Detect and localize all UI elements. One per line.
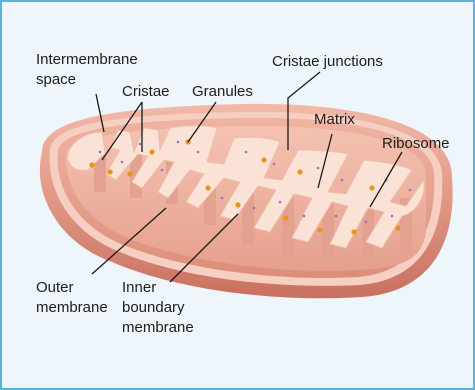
- label-outer-membrane-1: Outer: [36, 279, 74, 296]
- label-intermembrane-space-1: Intermembrane: [36, 51, 138, 68]
- label-granules: Granules: [192, 83, 253, 100]
- label-inner-boundary-membrane-1: Inner: [122, 279, 156, 296]
- label-cristae-junctions: Cristae junctions: [272, 53, 383, 70]
- label-outer-membrane-2: membrane: [36, 299, 108, 316]
- label-ribosome: Ribosome: [382, 135, 450, 152]
- label-intermembrane-space-2: space: [36, 71, 76, 88]
- label-inner-boundary-membrane-3: membrane: [122, 319, 194, 336]
- label-matrix: Matrix: [314, 111, 355, 128]
- label-cristae: Cristae: [122, 83, 170, 100]
- label-inner-boundary-membrane-2: boundary: [122, 299, 185, 316]
